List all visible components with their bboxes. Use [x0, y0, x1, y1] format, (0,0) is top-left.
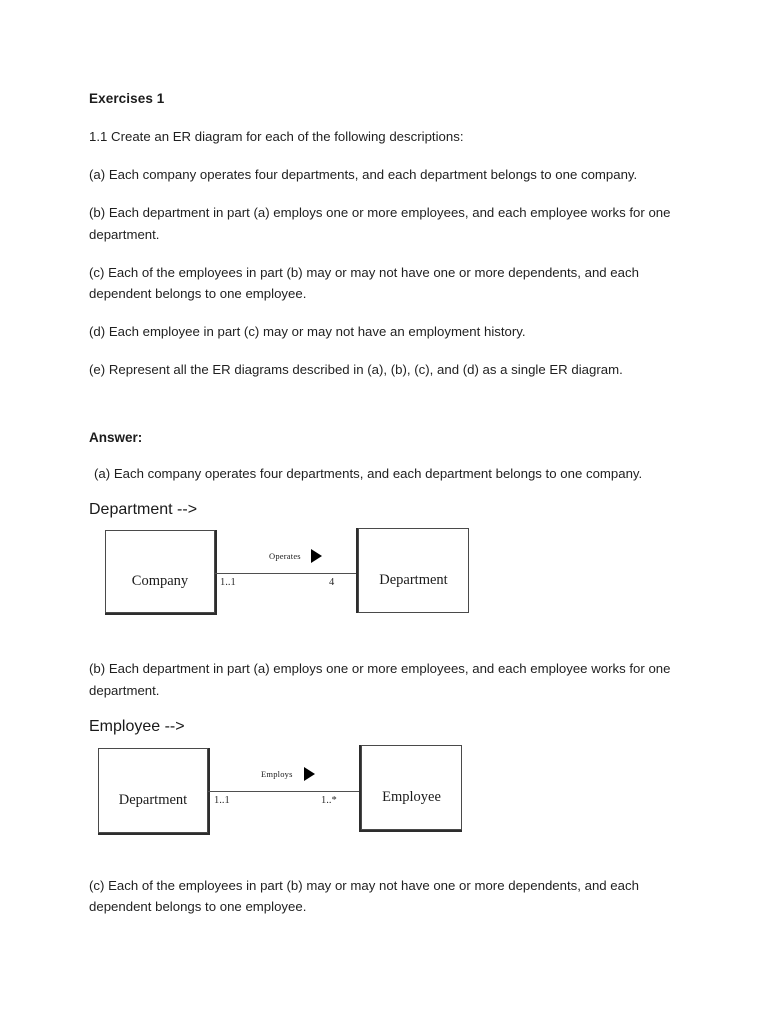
entity-employee: Employee [361, 744, 462, 830]
entity-department-a-label: Department [379, 572, 448, 589]
relationship-arrow-b [304, 766, 315, 781]
cardinality-left-b: 1..1 [214, 794, 230, 806]
diagram-spacer-b [89, 865, 679, 875]
intro-paragraph: 1.1 Create an ER diagram for each of the… [89, 129, 464, 145]
question-d: (d) Each employee in part (c) may or may… [89, 324, 526, 340]
entity-company: Company [105, 530, 215, 614]
diagram-spacer-a [89, 648, 679, 658]
entity-department-b: Department [98, 747, 208, 833]
question-b: (b) Each department in part (a) employs … [89, 205, 671, 242]
entity-department-a: Department [358, 528, 469, 614]
section-spacer [89, 397, 679, 430]
answer-title: Answer: [89, 430, 143, 446]
relationship-label-employs: Employs [261, 768, 293, 779]
connector-line-b [208, 790, 360, 792]
er-diagram-a: Company Operates 1..1 4 Department [89, 528, 679, 628]
question-c: (c) Each of the employees in part (b) ma… [89, 264, 639, 302]
document-content: Exercises 1 1.1 Create an ER diagram for… [89, 90, 679, 934]
page-title: Exercises 1 [89, 91, 165, 106]
answer-a-text: (a) Each company operates four departmen… [94, 466, 643, 482]
question-a: (a) Each company operates four departmen… [89, 167, 638, 183]
answer-b-text: (b) Each department in part (a) employs … [89, 661, 671, 698]
question-e: (e) Represent all the ER diagrams descri… [89, 362, 623, 378]
entity-department-b-label: Department [118, 791, 188, 808]
cardinality-right-b: 1..* [321, 794, 337, 806]
cardinality-left-a: 1..1 [220, 577, 236, 589]
er-diagram-b: Department Employs 1..1 1..* Employee [89, 744, 679, 845]
cardinality-right-a: 4 [329, 577, 335, 589]
entity-employee-label: Employee [382, 788, 441, 805]
relationship-label-operates: Operates [269, 551, 301, 562]
connector-line-a [215, 573, 357, 575]
relationship-arrow-a [311, 549, 322, 564]
answer-c-text: (c) Each of the employees in part (b) ma… [89, 877, 639, 915]
entity-company-label: Company [131, 573, 189, 590]
